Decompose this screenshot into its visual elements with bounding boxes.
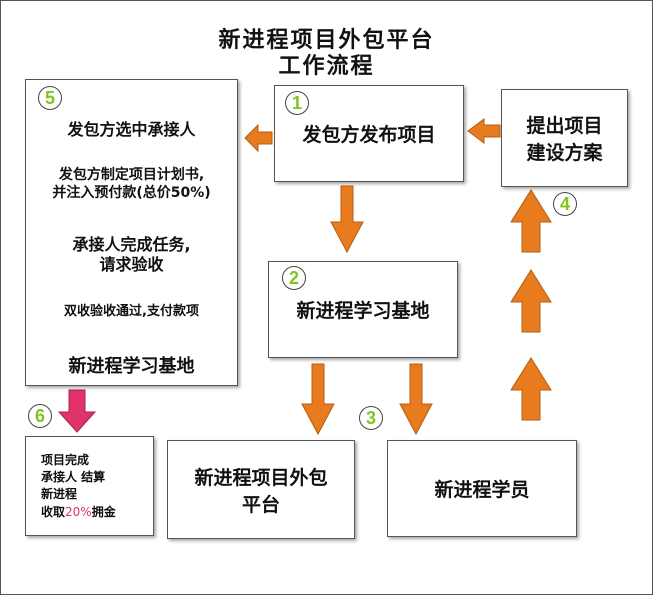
- platform-line2: 平台: [241, 493, 280, 516]
- settlement-commission-percent: 20%: [65, 505, 92, 519]
- settlement-line1: 项目完成: [41, 453, 90, 467]
- publish-project-label: 发包方发布项目: [302, 124, 436, 146]
- propose-plan-line1: 提出项目: [526, 115, 603, 137]
- step-5-badge: 5: [38, 86, 62, 110]
- diagram-subtitle: 工作流程: [278, 54, 375, 79]
- step-3-badge: 3: [359, 406, 383, 430]
- step-1-badge: 1: [285, 91, 309, 115]
- step-2-badge: 2: [282, 266, 306, 290]
- settlement-line4-suffix: 拥金: [91, 505, 116, 519]
- settlement-line3: 新进程: [41, 487, 78, 501]
- arrow-base-to-student: [399, 363, 433, 436]
- step-learning-base: 新进程学习基地: [68, 356, 195, 377]
- arrow-process-to-settlement: [57, 389, 97, 433]
- step-prepay: 并注入预付款(总价50%): [52, 185, 211, 201]
- arrow-base-to-platform: [301, 363, 335, 436]
- step-make-plan: 发包方制定项目计划书,: [58, 167, 205, 183]
- arrow-student-up-middle: [510, 269, 552, 333]
- student-label: 新进程学员: [434, 479, 530, 501]
- arrow-propose-to-publish: [467, 118, 501, 144]
- student-box: 新进程学员: [387, 440, 577, 537]
- outsourcing-platform-box: 新进程项目外包 平台: [167, 440, 355, 539]
- learning-base-label: 新进程学习基地: [296, 300, 430, 322]
- arrow-publish-to-base: [330, 185, 364, 254]
- step-6-badge: 6: [28, 404, 52, 428]
- step-acceptance-payment: 双收验收通过,支付款项: [64, 304, 199, 319]
- step-complete-task: 承接人完成任务,: [72, 235, 191, 254]
- settlement-line4-prefix: 收取: [41, 505, 66, 519]
- platform-line1: 新进程项目外包: [194, 466, 328, 489]
- arrow-student-up-upper: [510, 189, 552, 253]
- step-request-acceptance: 请求验收: [99, 255, 164, 274]
- settlement-box: 项目完成 承接人 结算 新进程 收取20%拥金: [25, 436, 154, 536]
- settlement-line2: 承接人 结算: [41, 470, 106, 484]
- step-select-contractor: 发包方选中承接人: [67, 120, 196, 139]
- propose-plan-box: 提出项目 建设方案: [501, 89, 628, 187]
- process-steps-box: 发包方选中承接人 发包方制定项目计划书, 并注入预付款(总价50%) 承接人完成…: [25, 79, 238, 386]
- step-4-badge: 4: [553, 192, 577, 216]
- settlement-line4: 收取20%拥金: [41, 503, 116, 520]
- arrow-publish-to-select: [244, 123, 273, 153]
- diagram-title: 新进程项目外包平台: [218, 28, 435, 53]
- propose-plan-line2: 建设方案: [526, 142, 603, 164]
- arrow-student-up-lower: [510, 357, 552, 421]
